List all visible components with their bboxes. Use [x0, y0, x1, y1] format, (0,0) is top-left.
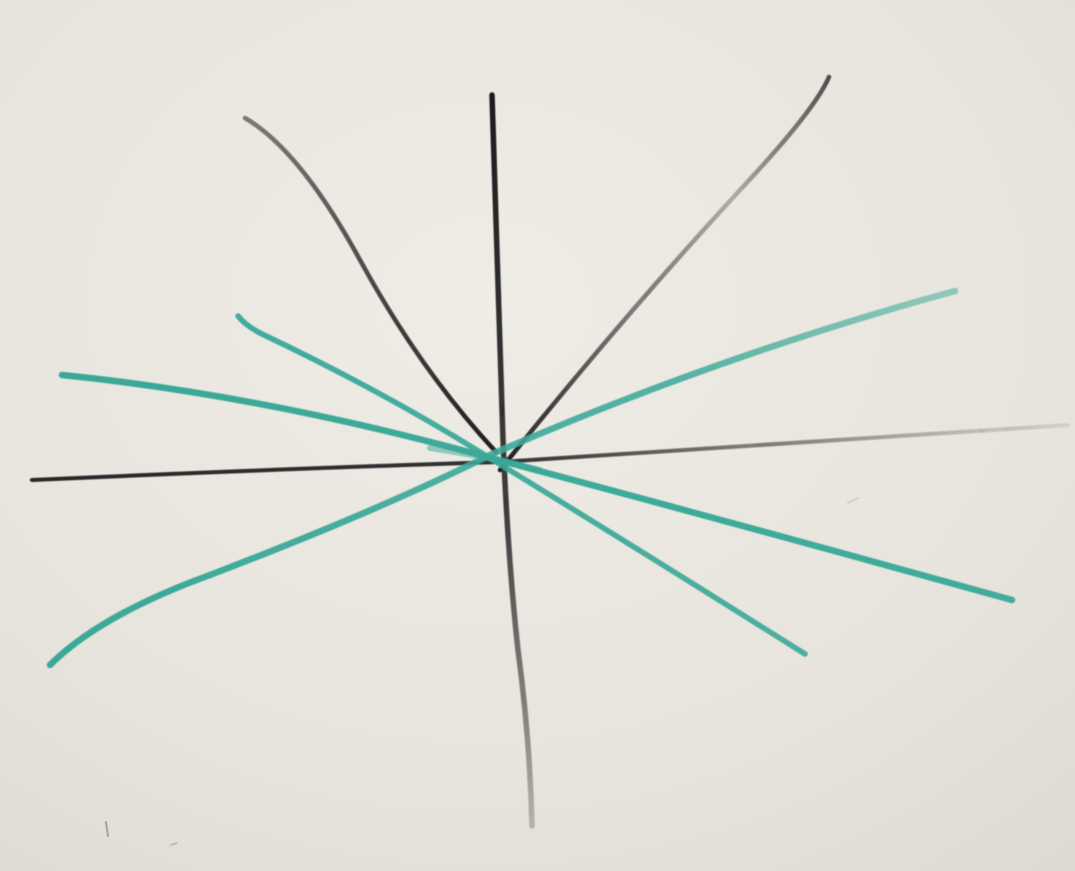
teal-stroke-lower-left	[46, 287, 959, 669]
teal-stroke-right	[427, 445, 543, 473]
stray-mark	[170, 842, 178, 846]
black-stroke-upper-left	[242, 115, 499, 455]
stray-mark	[105, 821, 109, 837]
stray-mark	[847, 497, 859, 504]
black-stroke-upper-right	[497, 74, 832, 473]
black-stroke-vertical	[489, 92, 535, 829]
teal-stroke-upper-left	[235, 313, 808, 657]
